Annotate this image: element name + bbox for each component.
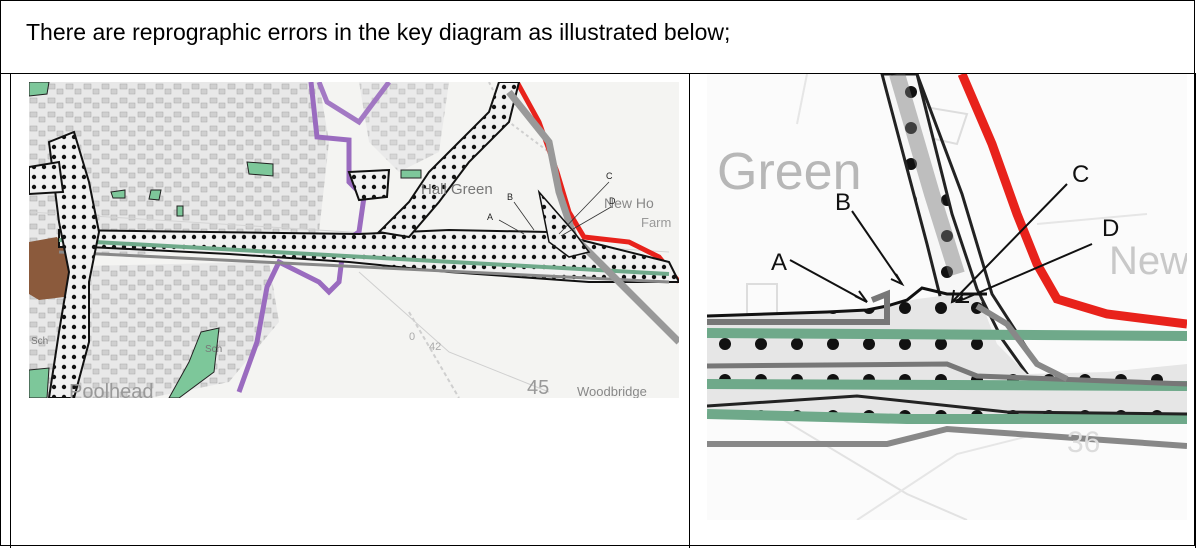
callout-c: C: [1072, 161, 1089, 188]
corridor-edge: [707, 286, 987, 318]
label-farm: Farm: [641, 215, 671, 230]
red-boundary: [957, 74, 1187, 329]
green-space: [148, 189, 162, 201]
label-new: New: [1109, 239, 1187, 283]
footpath-line: [408, 311, 460, 398]
callout-c: C: [606, 171, 613, 181]
road-line: [358, 271, 550, 393]
corridor-green-line: [707, 379, 1187, 391]
callout-d: D: [609, 196, 616, 206]
callout-a: A: [771, 249, 787, 276]
dotted-patch: [347, 168, 391, 202]
callout-a: A: [487, 212, 493, 222]
label-new-ho: New Ho: [604, 195, 654, 211]
label-grid-45: 45: [527, 377, 549, 398]
corridor-grey-line: [975, 303, 1069, 382]
callout-b: B: [835, 189, 851, 216]
right-cell: Green New 36 A B C D: [690, 74, 1196, 548]
zoomed-map: Green New 36 A B C D: [707, 74, 1187, 520]
corridor-grey-line: [707, 425, 1187, 449]
green-space: [29, 82, 50, 97]
road-line: [856, 433, 1038, 520]
label-poolhead: Poolhead: [69, 381, 154, 398]
callout-arrows: [498, 181, 612, 237]
callout-arrows: [789, 183, 1093, 304]
green-space: [246, 161, 274, 177]
callout-b: B: [507, 192, 513, 202]
urban-area-south: [29, 262, 279, 398]
callout-d: D: [1102, 215, 1119, 242]
label-hall-green: Hall Green: [421, 181, 493, 198]
corridor-green-line: [707, 409, 1187, 424]
corridor-green-line: [58, 238, 670, 276]
caption-text: There are reprographic errors in the key…: [26, 19, 731, 45]
dotted-spur-north: [376, 82, 521, 239]
corridor-grey-line: [707, 361, 1187, 387]
grey-road: [889, 74, 965, 277]
urban-area-north: [359, 82, 449, 172]
corridor-green-line: [707, 328, 1187, 341]
dotted-patch: [29, 160, 65, 196]
label-sch: Sch: [31, 336, 48, 347]
label-grid-36: 36: [1067, 426, 1100, 459]
corridor-grey-line: [707, 289, 890, 325]
green-space: [176, 205, 184, 217]
purple-boundary-north: [316, 82, 391, 126]
label-woodbridge: Woodbridge: [577, 384, 647, 398]
label-sch: Sch: [205, 344, 222, 355]
overview-map: Hall Green New Ho Farm Poolhead Woodbrid…: [29, 82, 679, 398]
dotted-corridor: [707, 294, 1187, 424]
header-row: There are reprographic errors in the key…: [1, 1, 1196, 74]
green-space: [168, 327, 220, 398]
label-grid-42: 42: [429, 341, 441, 353]
corridor-edge: [707, 394, 1187, 416]
green-space: [29, 367, 50, 398]
label-green: Green: [717, 143, 862, 201]
road-line: [1036, 213, 1148, 225]
road-line: [796, 74, 808, 125]
label-grid-0: 0: [409, 331, 415, 343]
green-space: [110, 189, 126, 199]
corridor-grey-line: [58, 250, 670, 284]
urban-area: [29, 82, 329, 257]
dotted-junction: [537, 189, 591, 258]
left-cell: Hall Green New Ho Farm Poolhead Woodbrid…: [10, 74, 690, 548]
dotted-corridor-west: [47, 130, 101, 398]
green-space: [400, 169, 422, 179]
